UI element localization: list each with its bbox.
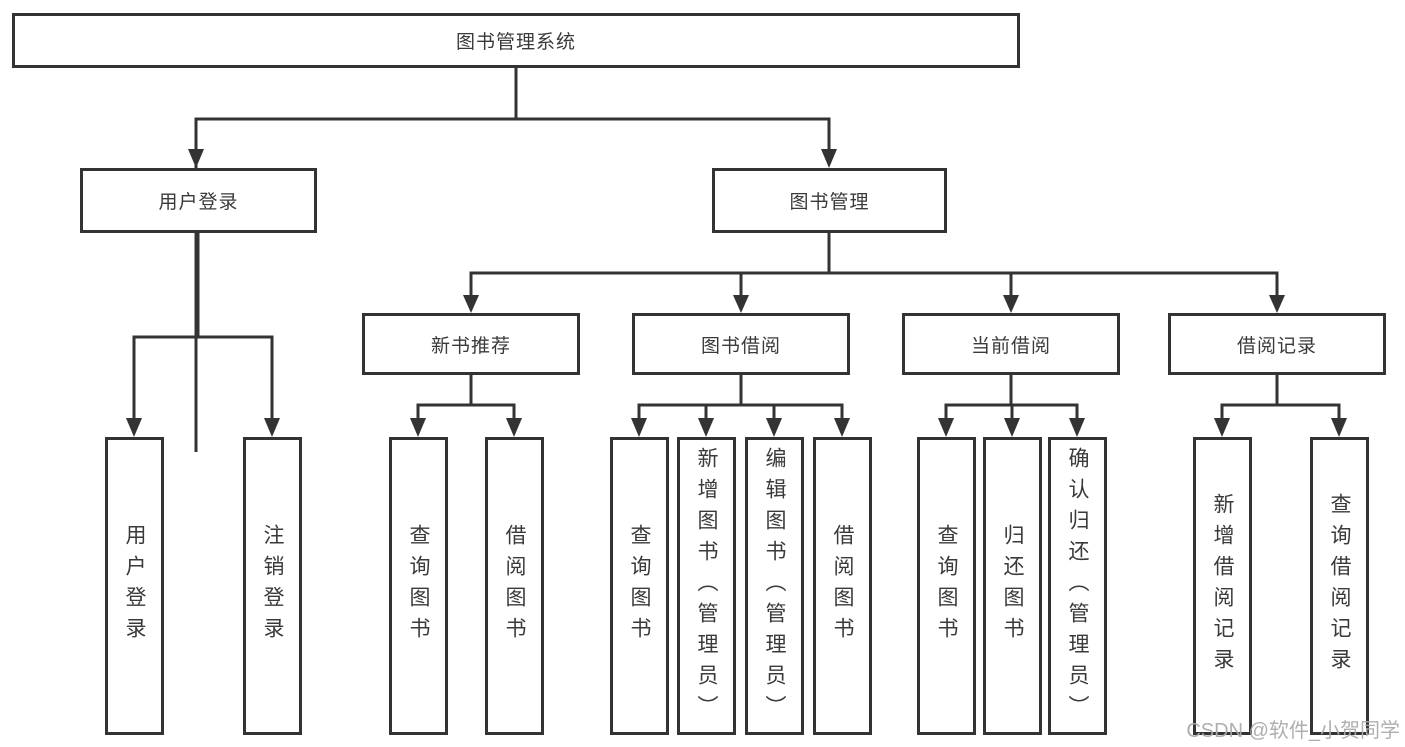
node-new-book-recommend: 新书推荐 xyxy=(362,313,580,375)
leaf-query-borrow-record: 查询借阅记录 xyxy=(1310,437,1369,735)
connector-root-l2 xyxy=(194,68,831,452)
connector-recommend-leaves xyxy=(416,375,516,421)
node-label: 新增图书（管理员） xyxy=(695,446,718,726)
leaf-add-borrow-record: 新增借阅记录 xyxy=(1193,437,1252,735)
node-label: 编辑图书（管理员） xyxy=(763,446,786,726)
leaf-query-books-borrow: 查询图书 xyxy=(610,437,669,735)
leaf-add-books-admin: 新增图书（管理员） xyxy=(677,437,736,735)
connector-borrow-leaves xyxy=(637,375,844,421)
node-label: 图书借阅 xyxy=(700,335,781,357)
node-borrow-record: 借阅记录 xyxy=(1168,313,1386,375)
leaf-edit-books-admin: 编辑图书（管理员） xyxy=(745,437,804,735)
node-label: 用户登录 xyxy=(123,524,146,648)
node-book-management: 图书管理 xyxy=(712,168,947,233)
node-label: 新增借阅记录 xyxy=(1211,493,1234,679)
csdn-watermark: CSDN @软件_小贺同学 xyxy=(1186,720,1400,742)
leaf-logout: 注销登录 xyxy=(243,437,302,735)
arrowheads xyxy=(126,149,1347,437)
node-root-library-system: 图书管理系统 xyxy=(12,13,1020,68)
node-label: 借阅图书 xyxy=(831,524,854,648)
connector-mgmt-l3 xyxy=(469,233,1279,297)
node-label: 查询图书 xyxy=(628,524,651,648)
leaf-user-login: 用户登录 xyxy=(105,437,164,735)
node-label: 借阅图书 xyxy=(503,524,526,648)
node-label: 新书推荐 xyxy=(430,335,511,357)
connector-record-leaves xyxy=(1220,375,1341,421)
leaf-return-books: 归还图书 xyxy=(983,437,1042,735)
node-book-borrow: 图书借阅 xyxy=(632,313,850,375)
node-label: 归还图书 xyxy=(1001,524,1024,648)
node-label: 图书管理 xyxy=(789,192,870,213)
node-label: 当前借阅 xyxy=(970,335,1051,357)
leaf-borrow-books-recommend: 借阅图书 xyxy=(485,437,544,735)
connector-current-leaves xyxy=(944,375,1079,421)
node-current-borrow: 当前借阅 xyxy=(902,313,1120,375)
leaf-borrow-books: 借阅图书 xyxy=(813,437,872,735)
node-label: 图书管理系统 xyxy=(455,32,576,53)
node-label: 借阅记录 xyxy=(1236,335,1317,357)
node-label: 查询图书 xyxy=(407,524,430,648)
leaf-query-books-current: 查询图书 xyxy=(917,437,976,735)
node-user-login: 用户登录 xyxy=(80,168,317,233)
connector-login-leaves xyxy=(132,233,274,421)
node-label: 确认归还（管理员） xyxy=(1066,446,1089,726)
leaf-query-books-recommend: 查询图书 xyxy=(389,437,448,735)
node-label: 用户登录 xyxy=(158,192,239,213)
node-label: 查询借阅记录 xyxy=(1328,493,1351,679)
node-label: 注销登录 xyxy=(261,524,284,648)
leaf-confirm-return-admin: 确认归还（管理员） xyxy=(1048,437,1107,735)
node-label: 查询图书 xyxy=(935,524,958,648)
